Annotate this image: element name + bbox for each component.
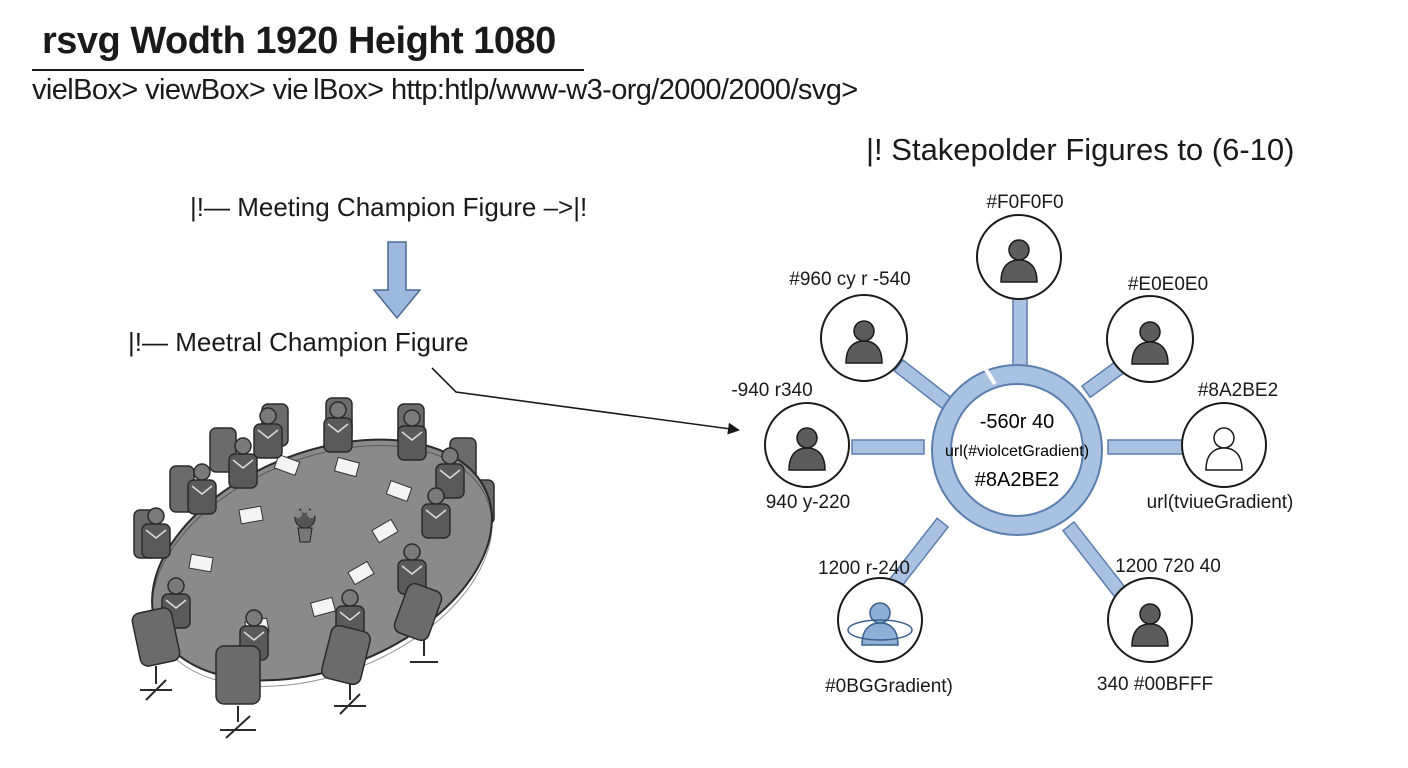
meeting-comment-bottom: |!— Meetral Champion Figure	[128, 327, 469, 357]
title-underline	[32, 69, 584, 71]
page-subtitle: vielBox> viewBox> vie lBox> http:htlp/ww…	[32, 74, 858, 106]
node-label-right-above: #8A2BE2	[1198, 380, 1278, 401]
meeting-table-illustration	[131, 397, 495, 739]
spoke	[851, 439, 925, 455]
down-arrow-icon	[372, 241, 422, 320]
spoke	[1107, 439, 1185, 455]
spoke	[1012, 297, 1028, 369]
hub-center	[950, 383, 1084, 517]
node-label-right-below: url(tviueGradient)	[1147, 492, 1294, 513]
node-label-top: #F0F0F0	[986, 192, 1063, 213]
plant-centerpiece-icon	[294, 505, 316, 543]
node-label-lower-left-above: 1200 r-240	[818, 558, 910, 579]
stakeholder-network	[764, 214, 1267, 663]
chair	[393, 582, 443, 642]
chair	[321, 624, 371, 686]
page-title: rsvg Wodth 1920 Height 1080	[42, 20, 556, 62]
chair	[131, 607, 181, 667]
node-label-lower-right-below: 340 #00BFFF	[1097, 674, 1213, 695]
hub-label-2: url(#violcetGradient)	[945, 443, 1089, 460]
node-label-lower-right-above: 1200 720 40	[1115, 556, 1221, 577]
hub-label-3: #8A2BE2	[975, 469, 1060, 491]
meeting-comment-top: |!— Meeting Champion Figure –>|!	[190, 192, 588, 222]
node-label-lower-left-below: #0BGGradient)	[825, 676, 953, 697]
spoke	[893, 358, 953, 411]
node-label-upper-left: #960 cy r -540	[789, 269, 910, 290]
hub-label-1: -560r 40	[980, 411, 1055, 433]
node-label-left-below: 940 y-220	[766, 492, 851, 513]
node-label-upper-right: #E0E0E0	[1128, 274, 1208, 295]
stakeholder-heading: |! Stakepolder Figures to (6-10)	[866, 132, 1295, 167]
chair	[215, 645, 261, 705]
node-label-left-above: -940 r340	[731, 380, 812, 401]
connector-arrow	[431, 367, 740, 435]
